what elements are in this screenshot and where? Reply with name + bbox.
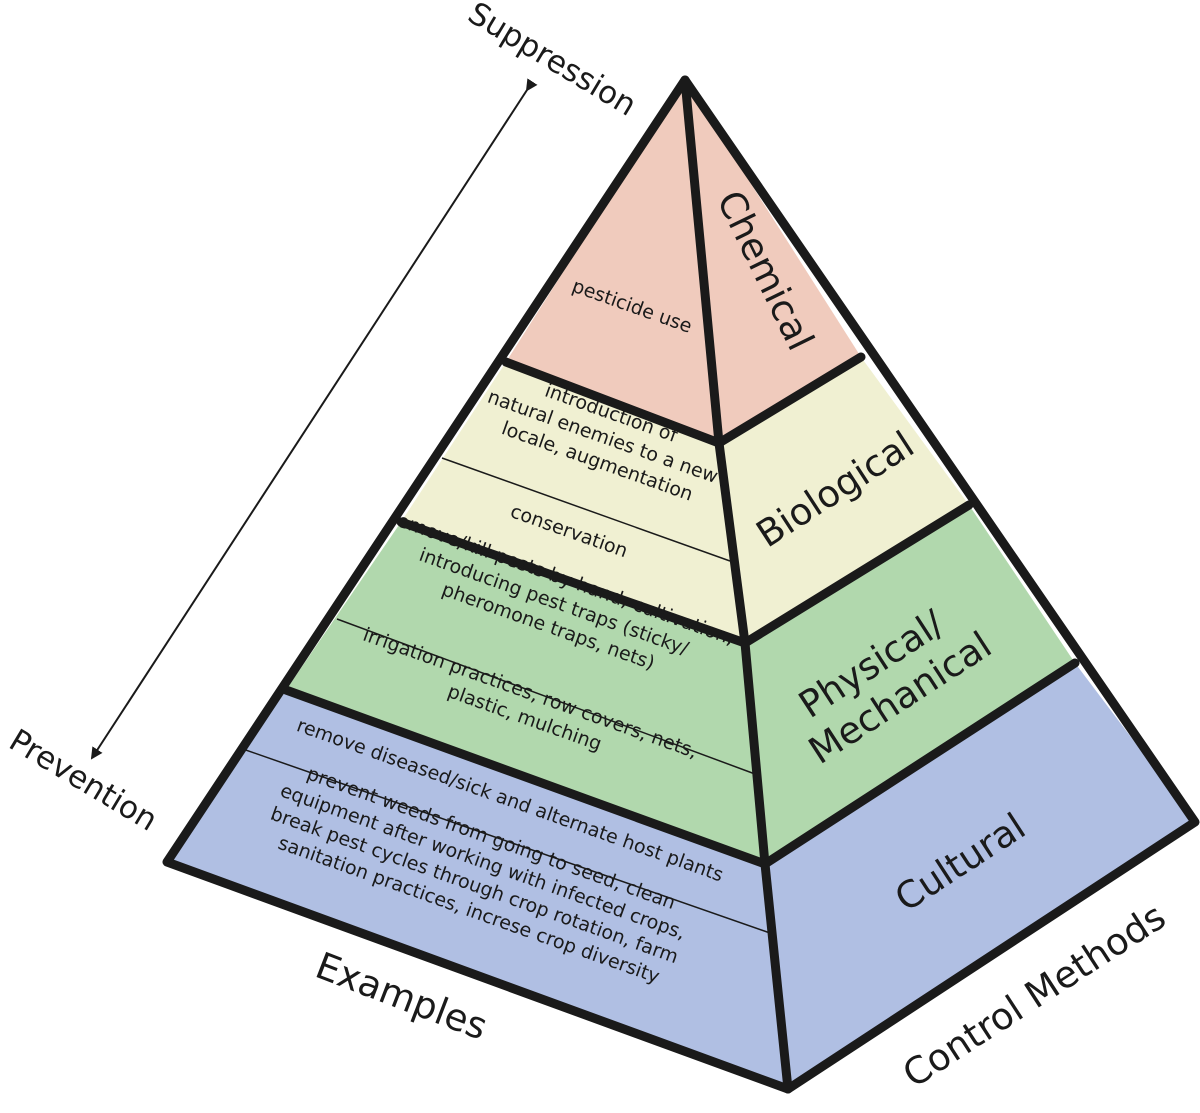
- prevention-label: Prevention: [3, 722, 164, 838]
- double-arrow: [90, 78, 538, 760]
- right-tier-cultural: [765, 663, 1195, 1089]
- suppression-label: Suppression: [462, 0, 643, 124]
- left-tier-cultural: [167, 690, 788, 1089]
- left-tier-chemical: [506, 80, 719, 443]
- right-tier-biological: [719, 357, 969, 643]
- right-tier-chemical: [685, 80, 861, 443]
